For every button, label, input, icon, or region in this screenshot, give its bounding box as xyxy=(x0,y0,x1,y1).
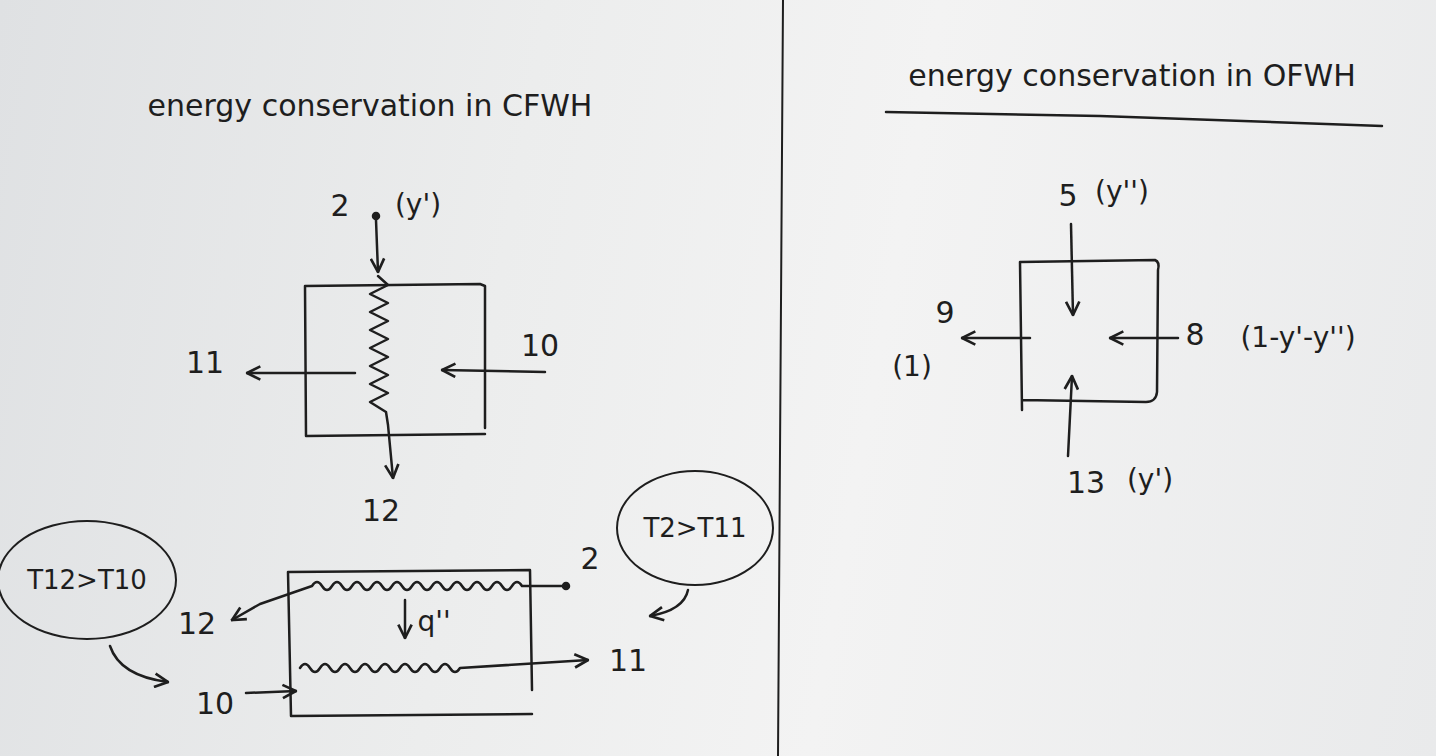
mass-fraction: (y') xyxy=(1127,465,1173,496)
flow-arrow xyxy=(1071,224,1073,315)
mass-fraction: (1-y'-y'') xyxy=(1240,323,1355,354)
stream-number: 2 xyxy=(580,542,599,575)
flow-arrow xyxy=(1110,337,1178,340)
callout-text: T12>T10 xyxy=(27,566,147,595)
heater-shell xyxy=(288,570,532,716)
stream-number: 2 xyxy=(330,189,349,222)
stream-number: 9 xyxy=(935,296,954,329)
coil-tube xyxy=(232,582,562,620)
divider-line xyxy=(778,0,783,756)
heat-flux-arrow xyxy=(404,600,407,638)
stream-number: 12 xyxy=(362,494,400,527)
heater-shell xyxy=(1020,260,1159,410)
stream-number: 10 xyxy=(196,687,234,720)
flow-arrow xyxy=(376,220,378,272)
mass-fraction: (1) xyxy=(892,352,932,383)
flow-arrow xyxy=(246,691,296,693)
callout-circle: T2>T11 xyxy=(616,470,774,586)
callout-text: T2>T11 xyxy=(643,514,746,543)
stream-number: 10 xyxy=(521,329,559,362)
heading-underline xyxy=(886,112,1382,126)
stream-number: 11 xyxy=(186,346,224,379)
leader-arrow xyxy=(110,646,168,682)
heading: energy conservation in CFWH xyxy=(148,89,593,122)
leader-arrow xyxy=(650,590,688,616)
stream-number: 11 xyxy=(609,644,647,677)
mass-fraction: (y') xyxy=(395,190,441,221)
flow-arrow xyxy=(1068,376,1072,456)
stream-number: 13 xyxy=(1067,466,1105,499)
state-point xyxy=(563,583,569,589)
flow-arrow xyxy=(247,372,355,375)
heat-flux-label: q'' xyxy=(417,607,450,638)
stream-number: 12 xyxy=(178,607,216,640)
heater-shell xyxy=(305,284,485,436)
stream-number: 5 xyxy=(1058,179,1077,212)
coil-tube xyxy=(370,276,393,478)
mass-fraction: (y'') xyxy=(1095,177,1149,208)
callout-circle: T12>T10 xyxy=(0,520,177,640)
coil-tube xyxy=(300,660,588,672)
state-point xyxy=(373,213,379,219)
flow-arrow xyxy=(442,370,545,372)
heading: energy conservation in OFWH xyxy=(908,59,1355,92)
flow-arrow xyxy=(962,337,1030,340)
stream-number: 8 xyxy=(1185,318,1204,351)
